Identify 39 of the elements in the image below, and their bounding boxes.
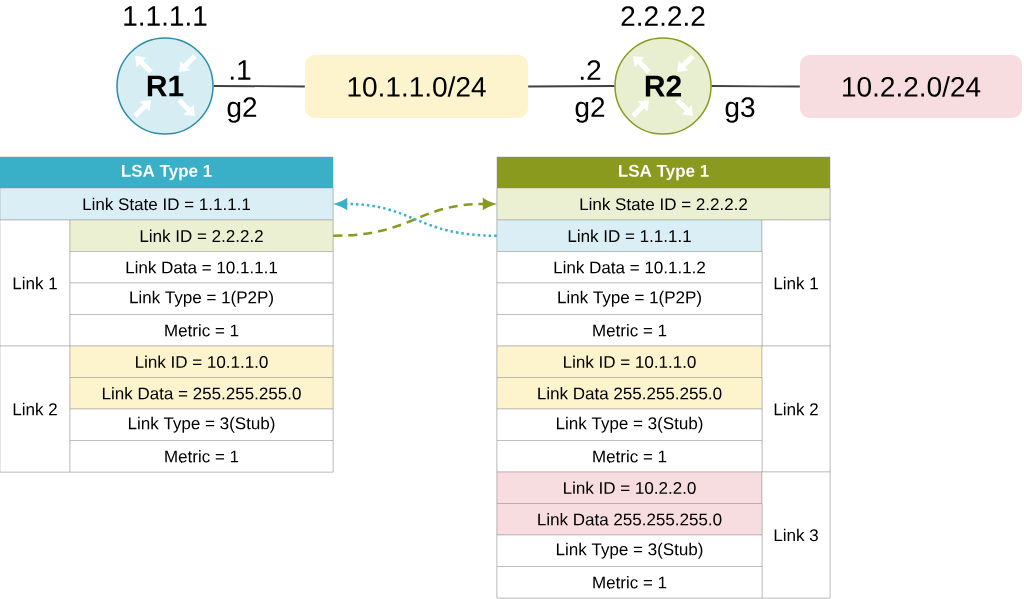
table-cell: Link Data 255.255.255.0 [496, 377, 763, 410]
link-line [527, 85, 616, 88]
table-cell: Link Data = 10.1.1.1 [69, 251, 334, 284]
router-id: 2.2.2.2 [621, 6, 705, 26]
link-line [710, 85, 801, 88]
interface-label: g2 [575, 97, 605, 123]
interface-label: g3 [725, 97, 755, 123]
table-cell: Link 2 [761, 345, 831, 473]
link-line [212, 85, 306, 88]
interface-label: .2 [580, 60, 601, 80]
table-cell: Link 1 [0, 219, 71, 347]
table-cell: Link Type = 3(Stub) [69, 408, 334, 441]
table-cell: Link 3 [761, 471, 831, 599]
table-cell: Link Type = 3(Stub) [496, 408, 763, 441]
table-cell: Link ID = 10.1.1.0 [69, 345, 334, 378]
table-cell: Link Type = 1(P2P) [69, 282, 334, 315]
router-id: 1.1.1.1 [124, 6, 207, 26]
table-cell: Link Data 255.255.255.0 [496, 503, 763, 536]
table-cell: Metric = 1 [69, 440, 334, 473]
table-cell: Link State ID = 2.2.2.2 [496, 187, 831, 221]
table-cell: Metric = 1 [496, 314, 763, 347]
table-cell: Link 1 [761, 219, 831, 347]
table-cell: Link ID = 10.1.1.0 [496, 345, 763, 378]
table-cell: Link Data = 10.1.1.2 [496, 251, 763, 284]
network-box: 10.1.1.0/24 [305, 55, 528, 118]
table-cell: Link ID = 10.2.2.0 [496, 471, 763, 504]
table-cell: Link ID = 2.2.2.2 [69, 219, 334, 252]
table-cell: Link Data = 255.255.255.0 [69, 377, 334, 410]
table-cell: Metric = 1 [496, 566, 763, 599]
table-cell: Link ID = 1.1.1.1 [496, 219, 763, 252]
interface-label: g2 [227, 97, 257, 123]
table-cell: Link 2 [0, 345, 71, 473]
table-cell: Link State ID = 1.1.1.1 [0, 187, 334, 221]
table-cell: Link Type = 1(P2P) [496, 282, 763, 315]
table-cell: Link Type = 3(Stub) [496, 534, 763, 567]
table-cell: Metric = 1 [496, 440, 763, 473]
network-box: 10.2.2.0/24 [800, 55, 1022, 118]
table-cell: Metric = 1 [69, 314, 334, 347]
interface-label: .1 [230, 60, 251, 80]
